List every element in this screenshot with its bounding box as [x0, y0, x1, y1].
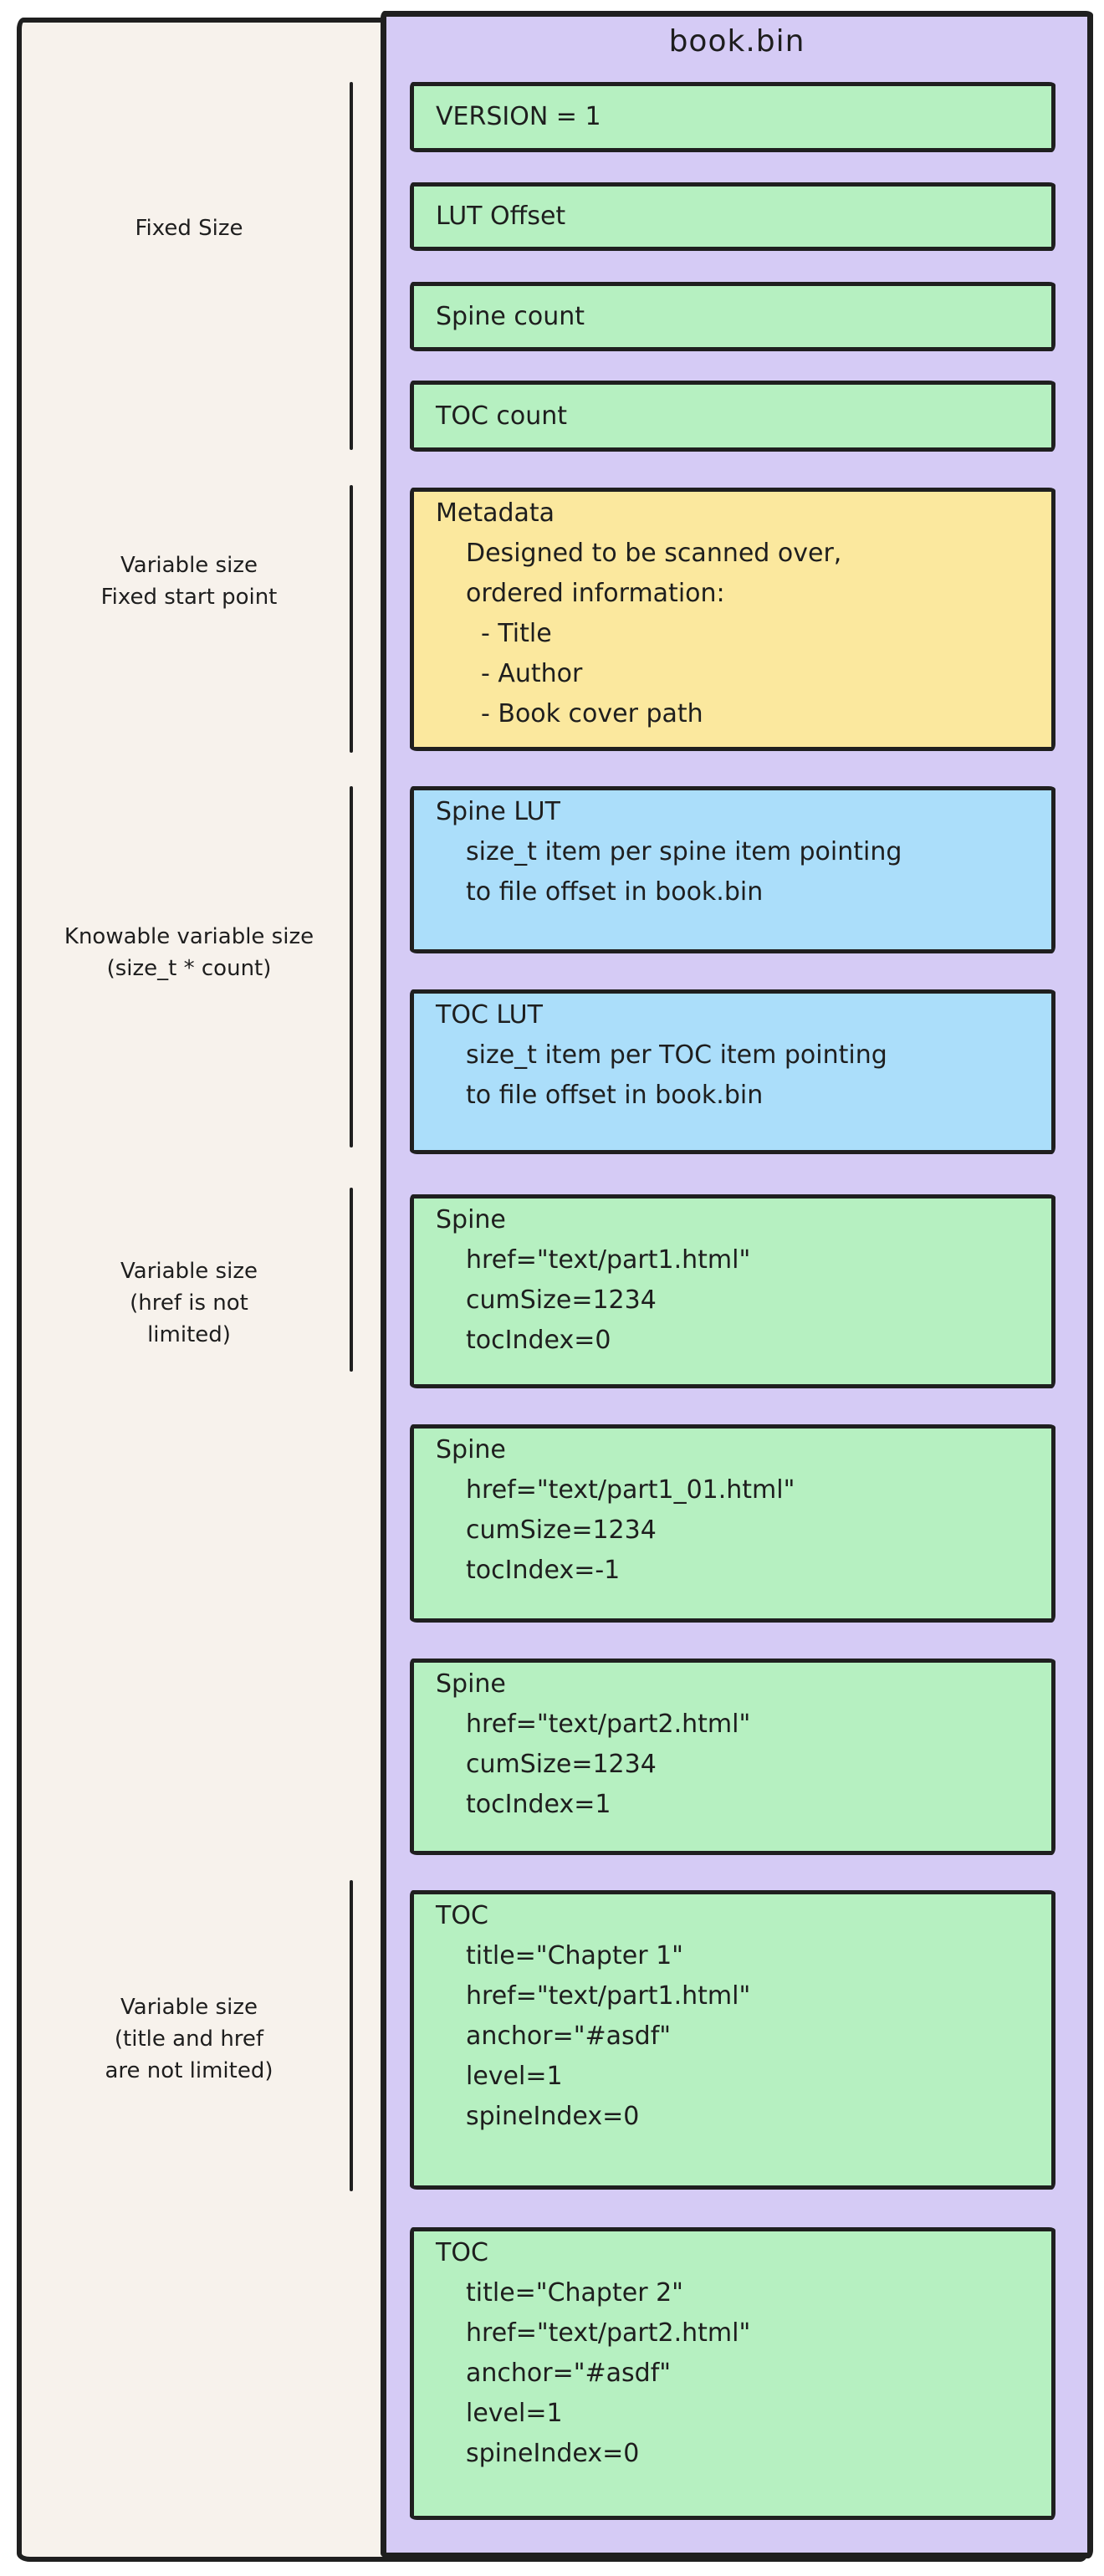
- block-line: to file offset in book.bin: [466, 1081, 764, 1110]
- block-line: TOC LUT: [436, 1000, 543, 1030]
- label-line: (title and href: [114, 2027, 264, 2052]
- block-toc-lut: TOC LUT size_t item per TOC item pointin…: [410, 989, 1055, 1154]
- block-line: href="text/part2.html": [466, 1710, 751, 1739]
- bracket-fixed-size: [350, 82, 353, 450]
- label-line: (size_t * count): [106, 956, 272, 981]
- block-line: tocIndex=1: [466, 1790, 611, 1819]
- block-line: Spine count: [436, 301, 585, 331]
- label-line: Fixed Size: [135, 216, 243, 241]
- label-fixed-size: Fixed Size: [25, 212, 353, 244]
- block-line: TOC: [436, 2238, 488, 2267]
- block-lut-offset: LUT Offset: [410, 182, 1055, 251]
- block-line: href="text/part1_01.html": [466, 1475, 795, 1505]
- block-line: Metadata: [436, 498, 555, 528]
- block-line: anchor="#asdf": [466, 2359, 672, 2388]
- bracket-knowable-variable-size: [350, 786, 353, 1147]
- label-variable-size-href: Variable size (href is not limited): [25, 1255, 353, 1351]
- label-line: limited): [147, 1322, 231, 1347]
- block-line: href="text/part2.html": [466, 2318, 751, 2348]
- book-bin-container: book.bin VERSION = 1 LUT Offset Spine co…: [381, 11, 1093, 2558]
- block-line: spineIndex=0: [466, 2102, 640, 2131]
- label-line: Variable size: [120, 1995, 258, 2020]
- label-variable-fixed-start: Variable size Fixed start point: [25, 549, 353, 613]
- block-line: VERSION = 1: [436, 102, 601, 131]
- block-line: href="text/part1.html": [466, 1981, 751, 2011]
- file-title: book.bin: [668, 24, 805, 59]
- block-line: to file offset in book.bin: [466, 877, 764, 907]
- block-line: tocIndex=0: [466, 1326, 611, 1355]
- block-line: - Title: [481, 619, 552, 648]
- block-spine-lut: Spine LUT size_t item per spine item poi…: [410, 786, 1055, 953]
- block-toc-2: TOC title="Chapter 2" href="text/part2.h…: [410, 2227, 1055, 2520]
- block-line: spineIndex=0: [466, 2439, 640, 2468]
- block-line: cumSize=1234: [466, 1750, 657, 1779]
- block-line: Spine: [436, 1435, 506, 1464]
- block-line: size_t item per TOC item pointing: [466, 1040, 887, 1070]
- label-line: Variable size: [120, 553, 258, 578]
- block-line: anchor="#asdf": [466, 2021, 672, 2051]
- block-line: size_t item per spine item pointing: [466, 837, 902, 866]
- bracket-variable-size-href: [350, 1188, 353, 1372]
- label-line: Variable size: [120, 1259, 258, 1284]
- block-line: level=1: [466, 2062, 563, 2091]
- block-version: VERSION = 1: [410, 82, 1055, 152]
- block-line: title="Chapter 1": [466, 1941, 683, 1970]
- block-line: href="text/part1.html": [466, 1245, 751, 1275]
- block-line: title="Chapter 2": [466, 2278, 683, 2308]
- label-line: Fixed start point: [100, 585, 278, 610]
- block-line: LUT Offset: [436, 202, 566, 231]
- label-knowable-variable-size: Knowable variable size (size_t * count): [25, 921, 353, 984]
- block-line: TOC count: [436, 401, 568, 431]
- block-toc-1: TOC title="Chapter 1" href="text/part1.h…: [410, 1890, 1055, 2190]
- block-spine-3: Spine href="text/part2.html" cumSize=123…: [410, 1659, 1055, 1855]
- label-line: are not limited): [105, 2058, 273, 2083]
- block-spine-count: Spine count: [410, 282, 1055, 351]
- block-line: tocIndex=-1: [466, 1556, 621, 1585]
- label-line: (href is not: [130, 1291, 248, 1316]
- block-line: Spine: [436, 1205, 506, 1234]
- block-line: Designed to be scanned over,: [466, 539, 842, 568]
- block-spine-1: Spine href="text/part1.html" cumSize=123…: [410, 1194, 1055, 1388]
- block-line: cumSize=1234: [466, 1515, 657, 1545]
- block-line: Spine LUT: [436, 797, 560, 826]
- bracket-variable-fixed-start: [350, 485, 353, 753]
- block-toc-count: TOC count: [410, 381, 1055, 452]
- block-line: ordered information:: [466, 579, 725, 608]
- block-line: level=1: [466, 2399, 563, 2428]
- block-line: cumSize=1234: [466, 1285, 657, 1315]
- label-variable-size-title-href: Variable size (title and href are not li…: [25, 1991, 353, 2087]
- block-line: - Book cover path: [481, 699, 703, 728]
- bracket-variable-size-title-href: [350, 1880, 353, 2191]
- block-line: - Author: [481, 659, 583, 688]
- block-line: TOC: [436, 1901, 488, 1930]
- block-metadata: Metadata Designed to be scanned over, or…: [410, 488, 1055, 751]
- block-line: Spine: [436, 1669, 506, 1699]
- label-line: Knowable variable size: [64, 924, 314, 949]
- block-spine-2: Spine href="text/part1_01.html" cumSize=…: [410, 1424, 1055, 1623]
